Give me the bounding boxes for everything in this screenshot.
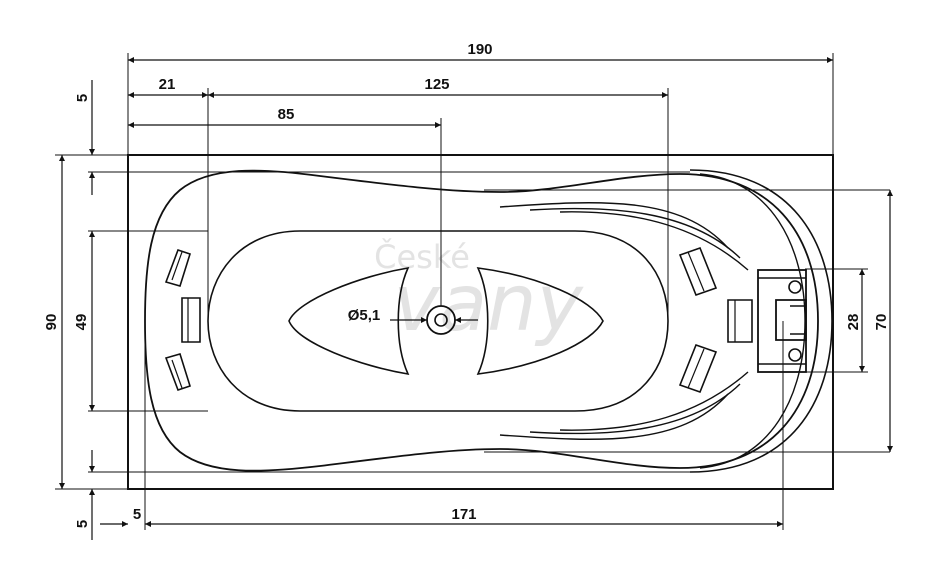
jet-icon — [727, 299, 753, 343]
control-button-icon — [775, 299, 807, 341]
drain-inner-icon — [434, 313, 448, 327]
dim-bottom-length: 171 — [451, 506, 476, 523]
right-center-lobe — [476, 267, 604, 375]
dim-inner-width: 49 — [73, 314, 90, 331]
contour-sweep-lines — [499, 202, 749, 440]
tub-outline — [127, 154, 890, 490]
dim-right-small: 28 — [845, 314, 862, 331]
jet-icon — [164, 248, 191, 287]
valve-knob-icon — [788, 348, 802, 362]
jet-nozzles — [164, 246, 753, 394]
dimension-lines — [59, 57, 893, 540]
dim-bottom-rim: 5 — [74, 520, 91, 528]
dim-drain-diameter: Ø5,1 — [348, 307, 381, 324]
control-housing — [757, 269, 807, 373]
watermark-line1: České — [374, 237, 470, 276]
dim-overall-width: 90 — [43, 314, 60, 331]
dim-right-large: 70 — [873, 314, 890, 331]
valve-knob-icon — [788, 280, 802, 294]
dimension-labels: 190 21 125 85 5 90 49 5 5 171 28 70 Ø5,1 — [43, 41, 890, 528]
dim-left-offset: 21 — [159, 76, 176, 93]
dim-overall-length: 190 — [467, 41, 492, 58]
dim-top-rim: 5 — [74, 94, 91, 102]
control-panel — [757, 269, 807, 373]
outer-rim — [127, 154, 834, 490]
watermark-line2: vany — [393, 259, 584, 349]
dim-drain-offset: 85 — [278, 106, 295, 123]
drain — [390, 305, 478, 335]
jet-icon — [678, 343, 718, 394]
inner-basin — [207, 230, 669, 412]
jet-icon — [678, 246, 718, 297]
jet-icon — [181, 297, 201, 343]
reference-lines — [484, 189, 890, 453]
watermark: České vany — [374, 237, 585, 349]
jet-icon — [164, 353, 191, 392]
left-center-lobe — [288, 266, 410, 376]
dim-inner-span: 125 — [424, 76, 449, 93]
right-headrest-outer — [689, 169, 833, 473]
extension-lines — [55, 53, 834, 530]
dim-bottom-left-gap: 5 — [133, 506, 141, 523]
right-headrest-mid — [699, 173, 806, 469]
outer-basin-contour — [144, 169, 819, 472]
